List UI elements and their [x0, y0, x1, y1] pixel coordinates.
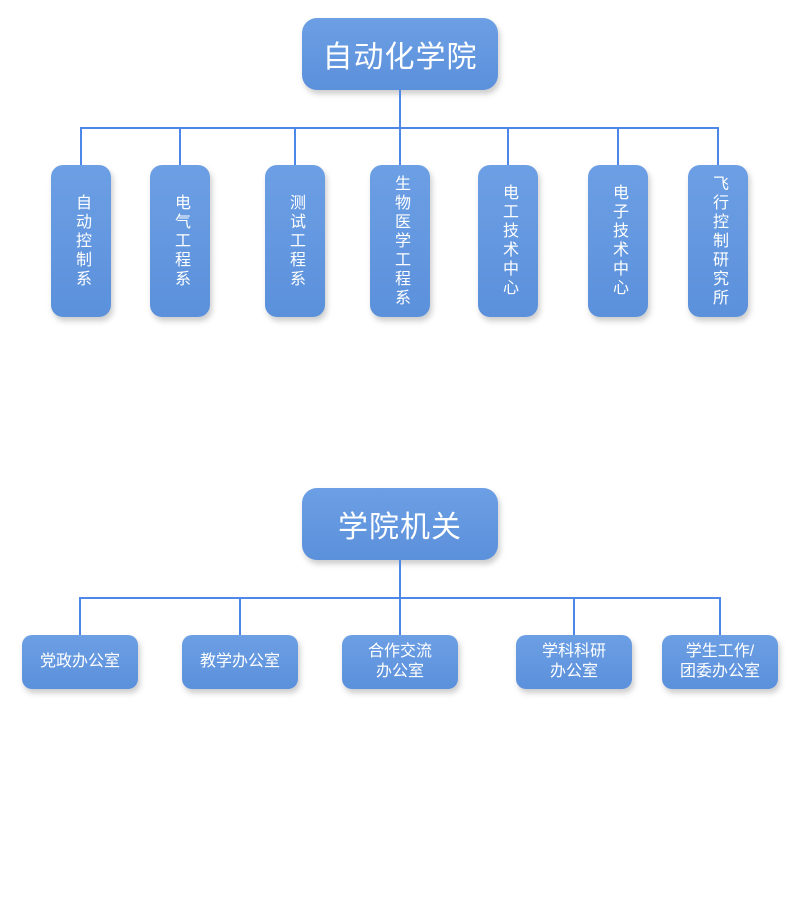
dept-box-biomedical-engineering: 生物医学工程系: [370, 165, 430, 317]
connector-drop-1-7: [717, 129, 719, 165]
dept-box-auto-control: 自动控制系: [51, 165, 111, 317]
office-box-party-government: 党政办公室: [22, 635, 138, 689]
connector-drop-1-1: [80, 129, 82, 165]
office-box-cooperation-exchange: 合作交流 办公室: [342, 635, 458, 689]
connector-drop-2-1: [79, 599, 81, 635]
connector-stem-2: [399, 560, 401, 597]
root-box-college-administration: 学院机关: [302, 488, 498, 560]
connector-drop-1-3: [294, 129, 296, 165]
office-box-teaching: 教学办公室: [182, 635, 298, 689]
connector-drop-2-4: [573, 599, 575, 635]
connector-hline-1: [80, 127, 719, 129]
connector-hline-2: [79, 597, 721, 599]
connector-stem-1: [399, 90, 401, 127]
root-box-school-of-automation: 自动化学院: [302, 18, 498, 90]
office-box-discipline-research: 学科科研 办公室: [516, 635, 632, 689]
connector-drop-1-6: [617, 129, 619, 165]
office-box-student-work-youth-league: 学生工作/ 团委办公室: [662, 635, 778, 689]
dept-box-electronic-tech-center: 电子技术中心: [588, 165, 648, 317]
dept-box-electrical-engineering: 电气工程系: [150, 165, 210, 317]
dept-box-flight-control-institute: 飞行控制研究所: [688, 165, 748, 317]
dept-box-electrician-tech-center: 电工技术中心: [478, 165, 538, 317]
dept-box-testing-engineering: 测试工程系: [265, 165, 325, 317]
connector-drop-2-3: [399, 599, 401, 635]
connector-drop-1-5: [507, 129, 509, 165]
connector-drop-2-5: [719, 599, 721, 635]
connector-drop-1-2: [179, 129, 181, 165]
connector-drop-2-2: [239, 599, 241, 635]
connector-drop-1-4: [399, 129, 401, 165]
